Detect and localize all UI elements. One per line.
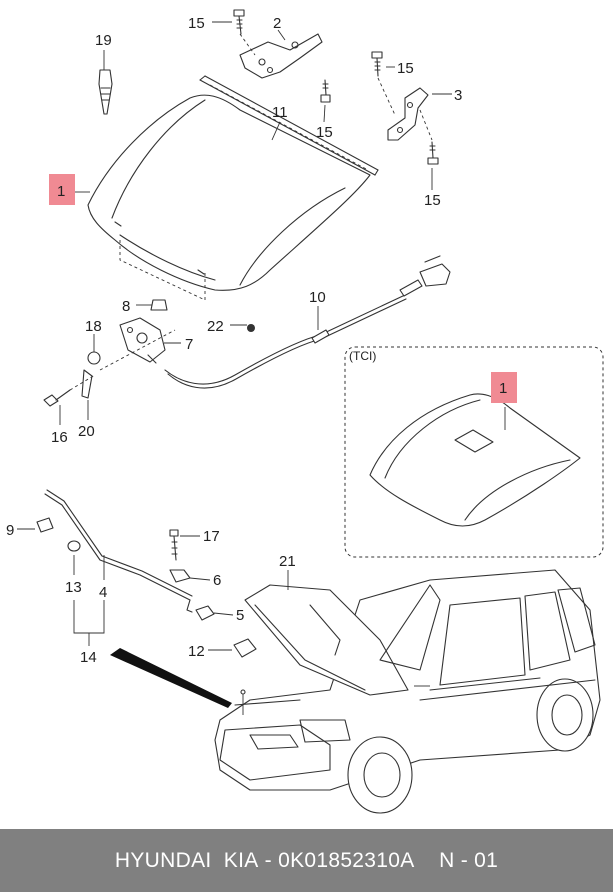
callout-15a: 15 <box>188 15 205 32</box>
footer-page-ref: N - 01 <box>439 848 499 872</box>
hood-prop-clip <box>98 69 113 115</box>
hood-hinge-left <box>239 33 323 79</box>
bolt-15-guide-a <box>239 33 256 56</box>
callout-17: 17 <box>203 528 220 545</box>
bolt-15-b <box>320 79 331 103</box>
grommet-5 <box>195 605 215 621</box>
callout-13: 13 <box>65 579 82 596</box>
callout-8: 8 <box>122 298 130 315</box>
callout-10: 10 <box>309 289 326 306</box>
callout-7: 7 <box>185 336 193 353</box>
holder-12 <box>233 638 257 658</box>
callout-18: 18 <box>85 318 102 335</box>
bolt-17 <box>169 529 179 561</box>
callout-15b: 15 <box>316 124 333 141</box>
hood-latch <box>119 317 166 364</box>
bolt-16-guide <box>69 374 96 391</box>
hood-bumper <box>150 299 168 311</box>
callout-12: 12 <box>188 643 205 660</box>
callout-20: 20 <box>78 423 95 440</box>
callout-5: 5 <box>236 607 244 624</box>
hood-seal-strip <box>199 75 379 176</box>
footer-part-number: 0K01852310A <box>278 848 415 872</box>
callout-19: 19 <box>95 32 112 49</box>
hood-prop-rod <box>44 489 193 613</box>
holder-6 <box>169 569 191 583</box>
bolt-15-d <box>427 141 439 165</box>
callout-1-highlight <box>49 174 75 205</box>
bracket-20 <box>81 369 93 399</box>
nut-22 <box>247 324 255 332</box>
hood-panel <box>87 94 371 291</box>
leader-lines <box>17 21 506 715</box>
callout-11: 11 <box>272 104 288 121</box>
bolt-15-c <box>371 51 383 77</box>
callout-1b: 1 <box>499 380 507 397</box>
hood-insulator-outline <box>119 240 206 301</box>
clip-9 <box>36 517 54 533</box>
footer-gap <box>415 849 440 873</box>
latch-guide <box>99 329 176 371</box>
callout-4: 4 <box>99 584 107 601</box>
pointer-wedge <box>110 648 232 708</box>
callout-9: 9 <box>6 522 14 539</box>
bolt-15-guide-c <box>419 109 433 141</box>
vehicle-illustration <box>214 569 601 814</box>
callout-6: 6 <box>213 572 221 589</box>
callouts: 1 1 15 2 19 15 3 11 15 15 8 10 22 18 7 1… <box>6 15 517 666</box>
callout-21: 21 <box>279 553 296 570</box>
callout-22: 22 <box>207 318 224 335</box>
callout-14: 14 <box>80 649 97 666</box>
callout-1b-highlight <box>491 372 517 403</box>
tci-inset: (TCI) <box>344 346 604 558</box>
hood-hinge-right <box>387 87 429 141</box>
footer-separator: - <box>258 848 279 872</box>
callout-2: 2 <box>273 15 281 32</box>
hood-release-cable <box>164 255 451 389</box>
callout-1: 1 <box>57 183 65 200</box>
callout-15c: 15 <box>397 60 414 77</box>
tci-inset-label: (TCI) <box>349 349 376 363</box>
callout-15d: 15 <box>424 192 441 209</box>
grommet-13 <box>67 540 81 552</box>
part-number-footer: HYUNDAI KIA - 0K01852310A N - 01 <box>0 829 613 892</box>
bolt-15-guide-b <box>377 77 396 116</box>
callout-16: 16 <box>51 429 68 446</box>
callout-3: 3 <box>454 87 462 104</box>
bolt-15-a <box>233 9 245 35</box>
footer-brand: HYUNDAI KIA <box>114 848 259 872</box>
hood-panel-tci <box>369 393 581 527</box>
bolt-16 <box>43 389 71 407</box>
grommet-18 <box>87 351 101 365</box>
